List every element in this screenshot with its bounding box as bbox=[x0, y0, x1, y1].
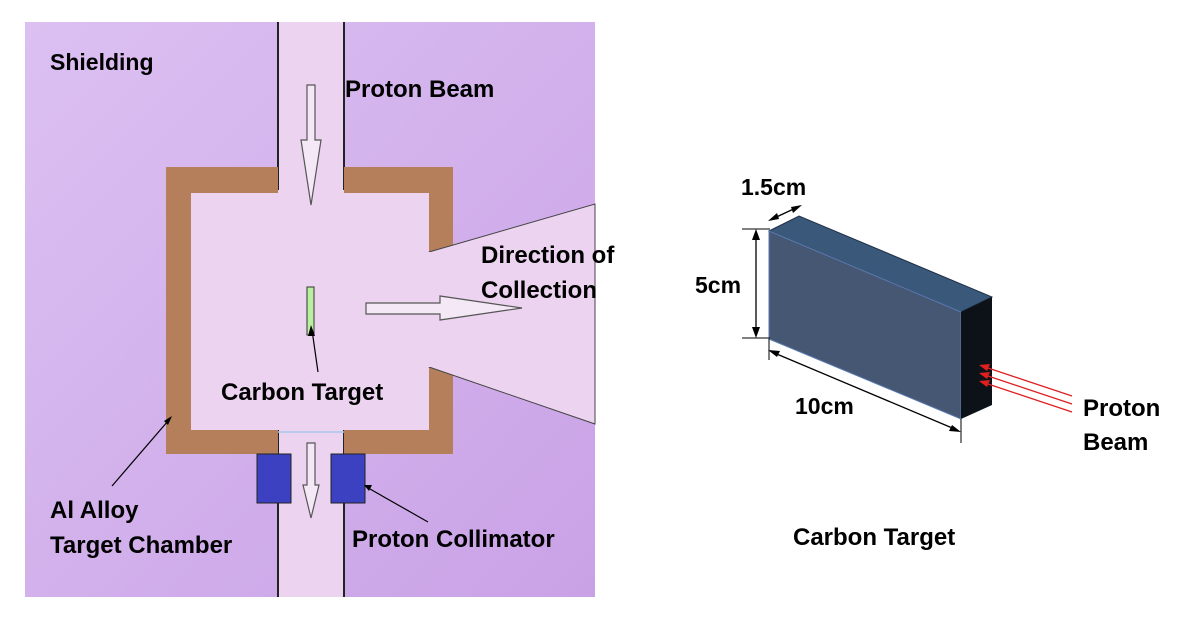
length-dimension bbox=[771, 351, 958, 431]
chamber-leader bbox=[111, 420, 169, 487]
beam-arrowhead-1 bbox=[979, 364, 990, 371]
carbon-target-leader-head bbox=[308, 325, 315, 336]
chamber-label-line2: Target Chamber bbox=[50, 532, 232, 559]
collection-arrow bbox=[365, 295, 523, 321]
thickness-arrowhead-b bbox=[791, 205, 802, 213]
proton-beam-label: Proton Beam bbox=[345, 76, 494, 103]
chamber-label-line1: Al Alloy bbox=[50, 497, 139, 524]
height-label: 5cm bbox=[695, 272, 741, 298]
target-block-diagram: 1.5cm 5cm 10cm Proton Beam Carbon Target bbox=[695, 174, 1160, 551]
collimator-block-right bbox=[330, 453, 366, 504]
chamber-diagram: Shielding Proton Beam Direction of Colle… bbox=[25, 22, 615, 597]
height-arrowhead-top bbox=[752, 229, 760, 240]
block-side-face bbox=[961, 297, 992, 419]
beam-arrow-top bbox=[300, 84, 322, 206]
beam-arrowhead-2 bbox=[979, 372, 990, 379]
shielding-label: Shielding bbox=[50, 49, 154, 75]
beam-line-2 bbox=[981, 373, 1073, 405]
carbon-target-label: Carbon Target bbox=[221, 379, 383, 406]
direction-label-line1: Direction of bbox=[481, 242, 615, 269]
target-caption: Carbon Target bbox=[793, 524, 955, 551]
chamber-leader-head bbox=[164, 416, 172, 425]
beam-label-line2: Beam bbox=[1083, 429, 1148, 456]
beam-label-line1: Proton bbox=[1083, 395, 1160, 422]
beam-line-3 bbox=[981, 381, 1073, 413]
collimator-leader-head bbox=[364, 485, 372, 491]
beam-line-1 bbox=[981, 365, 1073, 397]
height-arrowhead-bottom bbox=[752, 327, 760, 338]
collimator-block-left bbox=[256, 453, 292, 504]
length-label: 10cm bbox=[795, 393, 854, 419]
direction-label-line2: Collection bbox=[481, 277, 597, 304]
collimator-label: Proton Collimator bbox=[352, 526, 555, 553]
beam-arrow-bottom bbox=[302, 442, 320, 519]
beam-arrowhead-3 bbox=[979, 380, 990, 387]
thickness-label: 1.5cm bbox=[741, 174, 806, 200]
length-arrowhead-right bbox=[949, 425, 961, 432]
carbon-target-leader bbox=[311, 329, 319, 373]
thickness-arrowhead-a bbox=[768, 213, 779, 221]
collimator-leader bbox=[369, 488, 429, 523]
length-arrowhead-left bbox=[768, 350, 780, 357]
